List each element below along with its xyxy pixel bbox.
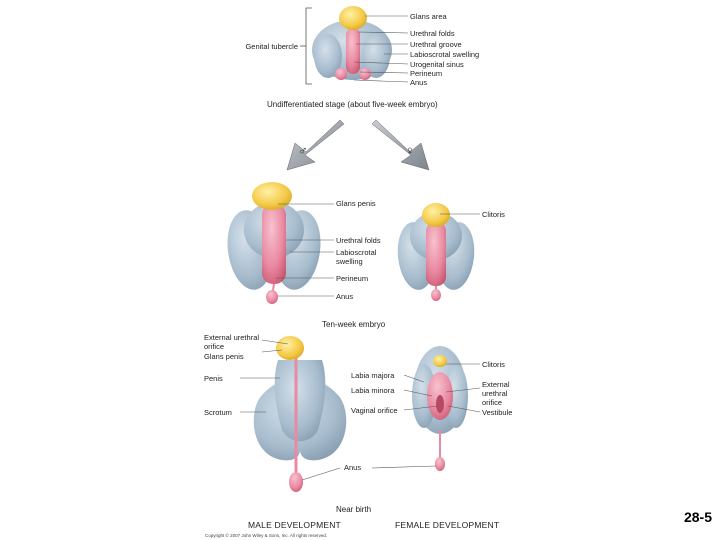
urethral-folds-label-stage1: Urethral folds — [410, 29, 455, 38]
glans-area-label: Glans area — [410, 12, 447, 21]
labia-minora-label: Labia minora — [351, 386, 395, 395]
female-symbol: ♀ — [405, 143, 415, 158]
near-birth-male-illustration — [253, 336, 347, 492]
stage3-female-leader-lines — [403, 363, 481, 413]
clitoris-label-stage3: Clitoris — [482, 360, 505, 369]
ten-week-female-illustration — [397, 203, 475, 301]
external-urethral-orifice-label-male: External urethral orifice — [204, 333, 260, 351]
genital-tubercle-label: Genital tubercle — [245, 42, 298, 51]
labioscrotal-swelling-label-stage1: Labioscrotal swelling — [410, 50, 480, 59]
perineum-label-stage2: Perineum — [336, 274, 369, 283]
anus-label-stage2: Anus — [336, 292, 354, 301]
female-development-title: FEMALE DEVELOPMENT — [395, 520, 500, 530]
female-arrow — [371, 119, 430, 171]
scrotum-label: Scrotum — [204, 408, 232, 417]
anus-leader-lines — [301, 465, 437, 481]
anus-label-stage1: Anus — [410, 78, 428, 87]
vestibule-label: Vestibule — [482, 408, 513, 417]
male-symbol: ♂ — [298, 143, 308, 158]
stage1-caption: Undifferentiated stage (about five-week … — [267, 100, 438, 109]
external-urethral-orifice-label-female: External urethral orifice — [482, 380, 510, 407]
slide-number: 28-5 — [683, 509, 712, 525]
urethral-folds-label-stage2: Urethral folds — [336, 236, 381, 245]
clitoris-label-stage2: Clitoris — [482, 210, 505, 219]
genital-tubercle-bracket — [300, 7, 312, 85]
perineum-label-stage1: Perineum — [410, 69, 443, 78]
stage3-male-leader-lines — [240, 339, 289, 413]
near-birth-female-illustration — [412, 346, 468, 471]
labioscrotal-swelling-label-stage2: Labioscrotal swelling — [336, 248, 377, 266]
male-arrow — [286, 119, 345, 171]
urogenital-sinus-label: Urogenital sinus — [410, 60, 464, 69]
glans-penis-label-stage3: Glans penis — [204, 352, 244, 361]
urethral-groove-label: Urethral groove — [410, 40, 462, 49]
stage2-caption: Ten-week embryo — [322, 320, 386, 329]
glans-penis-label-stage2: Glans penis — [336, 199, 376, 208]
penis-label: Penis — [204, 374, 223, 383]
stage2-male-leader-lines — [276, 203, 334, 297]
anus-label-stage3: Anus — [344, 463, 362, 472]
stage3-caption: Near birth — [336, 505, 372, 514]
ten-week-male-illustration — [227, 182, 321, 304]
vaginal-orifice-label: Vaginal orifice — [351, 406, 398, 415]
labia-majora-label: Labia majora — [351, 371, 395, 380]
undifferentiated-embryo-illustration — [312, 6, 392, 80]
male-development-title: MALE DEVELOPMENT — [248, 520, 341, 530]
stage1-leader-lines — [353, 15, 409, 83]
copyright-notice: Copyright © 2007 John Wiley & Sons, Inc.… — [205, 533, 328, 538]
